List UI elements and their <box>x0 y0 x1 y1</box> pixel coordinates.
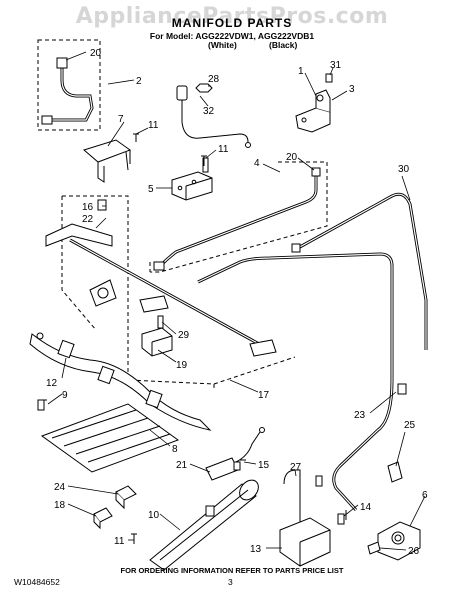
part-24-clip <box>115 485 137 510</box>
callout-22: 22 <box>82 214 94 225</box>
callout-20-right: 20 <box>286 152 298 163</box>
part-13-valve <box>279 469 345 567</box>
part-23-tube <box>197 252 407 512</box>
callout-3: 3 <box>349 84 355 95</box>
callout-12: 12 <box>46 378 58 389</box>
callout-21: 21 <box>176 460 188 471</box>
callout-20-top: 20 <box>90 48 102 59</box>
callout-11-top: 11 <box>148 120 159 131</box>
callout-2: 2 <box>136 76 142 87</box>
group-box-17 <box>62 195 215 390</box>
group-box-4 <box>150 161 328 273</box>
part-6-regulator <box>367 521 421 561</box>
callout-16: 16 <box>82 202 94 213</box>
callout-17: 17 <box>258 390 270 401</box>
callout-27: 27 <box>290 462 302 473</box>
callout-13: 13 <box>250 544 262 555</box>
part-12-burner <box>29 332 212 431</box>
variant-white: (White) <box>208 40 237 50</box>
part-3-bracket <box>295 73 333 133</box>
callout-19: 19 <box>176 360 188 371</box>
callout-10: 10 <box>148 510 160 521</box>
callout-labels: 20 2 28 32 1 31 3 7 11 11 5 4 20 30 16 2… <box>46 48 428 557</box>
part-2-tube <box>41 57 94 125</box>
group-box-2 <box>37 39 101 131</box>
part-30-tube <box>291 192 428 350</box>
callout-9: 9 <box>62 390 68 401</box>
callout-11-bottom: 11 <box>114 536 125 547</box>
callout-18: 18 <box>54 500 66 511</box>
callout-14: 14 <box>360 502 372 513</box>
part-25-bracket <box>387 461 403 483</box>
part-28-nut <box>195 83 213 93</box>
watermark: AppliancePartsPros.com <box>75 4 389 29</box>
callout-8: 8 <box>172 444 178 455</box>
callout-32: 32 <box>203 106 215 117</box>
part-5-valve-block <box>171 157 213 201</box>
page-title: MANIFOLD PARTS <box>171 16 293 30</box>
part-4-tube <box>153 167 321 271</box>
dashed-group-boxes <box>37 39 328 390</box>
callout-1: 1 <box>298 66 304 77</box>
callout-5: 5 <box>148 184 154 195</box>
document-number: W10484652 <box>14 577 60 587</box>
model-line: For Model: AGG222VDW1, AGG222VDB1 <box>149 31 315 41</box>
callout-6: 6 <box>422 490 428 501</box>
ordering-note: FOR ORDERING INFORMATION REFER TO PARTS … <box>120 566 344 575</box>
callout-28: 28 <box>208 74 220 85</box>
part-19-valve <box>141 315 173 357</box>
variant-black: (Black) <box>269 40 298 50</box>
part-7-bracket <box>82 139 132 183</box>
callout-11-mid: 11 <box>218 144 229 155</box>
callout-29: 29 <box>178 330 190 341</box>
callout-31: 31 <box>330 60 342 71</box>
part-17-manifold <box>45 199 277 357</box>
part-18-clip <box>93 507 113 530</box>
leader-lines <box>47 51 426 551</box>
part-32-wire <box>176 83 251 148</box>
callout-24: 24 <box>54 482 66 493</box>
callout-4: 4 <box>254 158 260 169</box>
callout-15: 15 <box>258 460 270 471</box>
part-10-burner-tube <box>149 479 259 571</box>
callout-7: 7 <box>118 114 124 125</box>
callout-30: 30 <box>398 164 410 175</box>
part-21-igniter <box>205 427 265 481</box>
page-number: 3 <box>228 577 233 587</box>
callout-23: 23 <box>354 410 366 421</box>
part-8-heat-shield <box>37 399 180 473</box>
screws <box>41 133 347 544</box>
callout-26: 26 <box>408 546 420 557</box>
callout-25: 25 <box>404 420 416 431</box>
